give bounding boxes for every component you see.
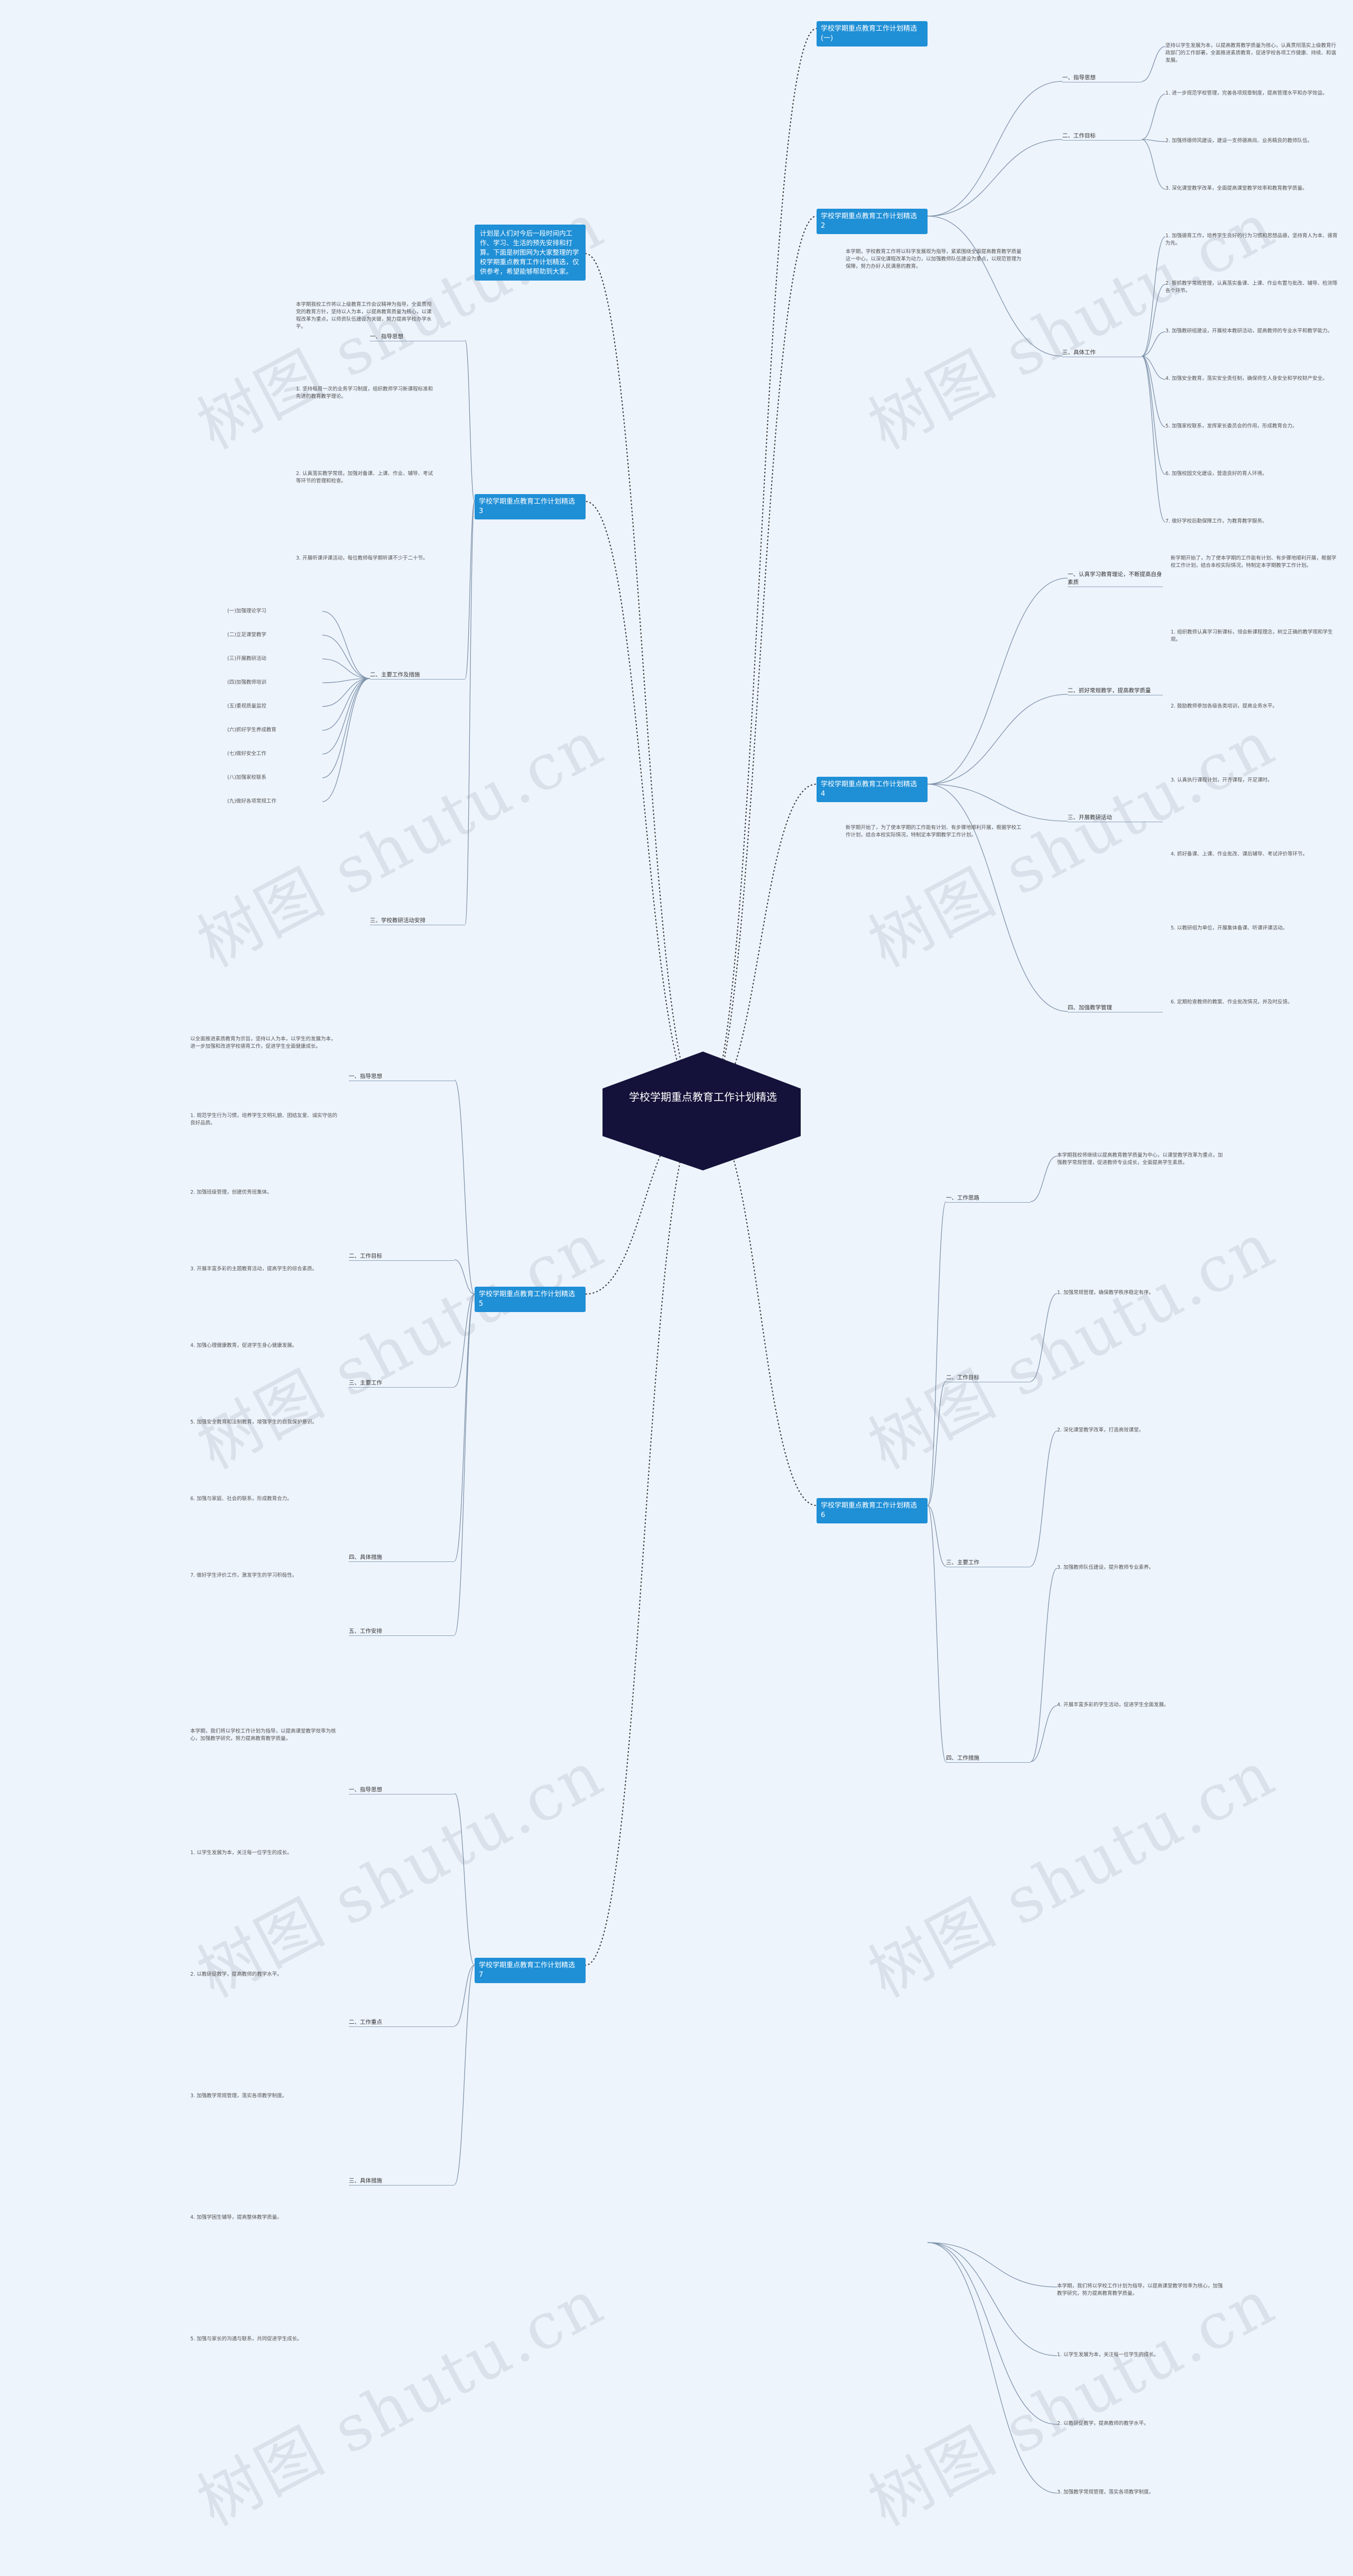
b4-leaf-5: 4. 抓好备课、上课、作业批改、课后辅导、考试评价等环节。: [1171, 851, 1308, 857]
b2-leaf-8: 4. 加强安全教育，落实安全责任制，确保师生人身安全和学校财产安全。: [1165, 376, 1328, 382]
b5-leaf-5: 4. 加强心理健康教育，促进学生身心健康发展。: [190, 1343, 298, 1349]
b2-leaf-3: 2. 加强师德师风建设，建设一支师德高尚、业务精良的教师队伍。: [1165, 138, 1313, 144]
b3-item-9: (九)做好各项常规工作: [227, 798, 276, 804]
b2-leaf-6: 2. 狠抓教学常规管理，认真落实备课、上课、作业布置与批改、辅导、检测等各个环节…: [1165, 281, 1338, 294]
b5-leaf-4: 3. 开展丰富多彩的主题教育活动，提高学生的综合素质。: [190, 1266, 318, 1272]
b2-node-3: 三、具体工作: [1062, 349, 1142, 357]
b5-leaf-2: 1. 规范学生行为习惯，培养学生文明礼貌、团结友爱、诚实守信的良好品质。: [190, 1113, 338, 1126]
branch-node-5[interactable]: 学校学期重点教育工作计划精选 5: [475, 1287, 586, 1312]
b7-leaf-3: 2. 以教研促教学，提高教师的教学水平。: [190, 1971, 282, 1977]
b7-leaf-5: 4. 加强学困生辅导，提高整体教学质量。: [190, 2215, 282, 2220]
b5-leaf-1: 以全面推进素质教育为宗旨，坚持以人为本，以学生的发展为本，进一步加强和改进学校德…: [190, 1036, 336, 1049]
b8-leaf-4: 3. 加强教学常规管理，落实各项教学制度。: [1057, 2489, 1154, 2495]
b2-node-1: 一、指导思想: [1062, 74, 1142, 82]
b5-leaf-3: 2. 加强班级管理，创建优秀班集体。: [190, 1189, 272, 1195]
b5-node-2: 二、工作目标: [349, 1252, 455, 1261]
branch-node-4[interactable]: 学校学期重点教育工作计划精选 4: [817, 777, 928, 802]
b3-item-3: (三)开展教研活动: [227, 656, 266, 662]
b5-node-5: 五、工作安排: [349, 1628, 455, 1636]
b5-node-3: 三、主要工作: [349, 1379, 455, 1388]
b6-node-3: 三、主要工作: [946, 1559, 1031, 1567]
center-title: 学校学期重点教育工作计划精选: [629, 1091, 777, 1103]
b5-leaf-8: 7. 做好学生评价工作，激发学生的学习积极性。: [190, 1573, 298, 1578]
b6-leaf-3: 2. 深化课堂教学改革，打造高效课堂。: [1057, 1427, 1144, 1433]
b4-leaf-7: 6. 定期检查教师的教案、作业批改情况，并及时反馈。: [1171, 999, 1293, 1005]
b4-leaf-2: 1. 组织教师认真学习新课标，领会新课程理念，树立正确的教学观和学生观。: [1171, 629, 1333, 643]
b8-leaf-3: 2. 以教研促教学，提高教师的教学水平。: [1057, 2421, 1149, 2426]
b7-leaf-2: 1. 以学生发展为本，关注每一位学生的成长。: [190, 1850, 292, 1856]
branch-node-2[interactable]: 学校学期重点教育工作计划精选 2: [817, 209, 928, 234]
b3-item-6: (六)抓好学生养成教育: [227, 727, 276, 733]
b7-node-2: 二、工作重点: [349, 2019, 455, 2027]
b8-leaf-1: 本学期，我们将以学校工作计划为指导，以提高课堂教学效率为核心，加强教学研究，努力…: [1057, 2283, 1223, 2296]
b2-leaf-7: 3. 加强教研组建设，开展校本教研活动，提高教师的专业水平和教学能力。: [1165, 328, 1333, 334]
b3-leaf-3: 2. 认真落实教学常规，加强对备课、上课、作业、辅导、考试等环节的管理和检查。: [296, 471, 433, 484]
branch-node-7[interactable]: 学校学期重点教育工作计划精选 7: [475, 1958, 586, 1983]
b2-leaf-1: 坚持以学生发展为本，以提高教育教学质量为核心，认真贯彻落实上级教育行政部门的工作…: [1165, 43, 1337, 63]
b7-node-3: 三、具体措施: [349, 2177, 455, 2186]
b5-node-4: 四、具体措施: [349, 1554, 455, 1562]
b2-leaf-2: 1. 进一步规范学校管理，完善各项规章制度，提高管理水平和办学效益。: [1165, 90, 1328, 96]
b3-item-2: (二)立足课堂教学: [227, 632, 266, 638]
b7-node-1: 一、指导思想: [349, 1786, 455, 1794]
b6-node-1: 一、工作思路: [946, 1194, 1031, 1203]
b3-item-7: (七)做好安全工作: [227, 751, 266, 757]
branch-node-3[interactable]: 学校学期重点教育工作计划精选 3: [475, 494, 586, 519]
b8-leaf-2: 1. 以学生发展为本，关注每一位学生的成长。: [1057, 2352, 1159, 2358]
b3-leaf-4: 3. 开展听课评课活动，每位教师每学期听课不少于二十节。: [296, 555, 428, 561]
b6-leaf-5: 4. 开展丰富多彩的学生活动，促进学生全面发展。: [1057, 1702, 1169, 1708]
b7-leaf-1: 本学期，我们将以学校工作计划为指导，以提高课堂教学效率为核心，加强教学研究，努力…: [190, 1728, 336, 1742]
b3-item-4: (四)加强教师培训: [227, 680, 266, 685]
b2-node-2: 二、工作目标: [1062, 132, 1142, 141]
b6-leaf-1: 本学期我校将继续以提高教育教学质量为中心，以课堂教学改革为重点，加强教学常规管理…: [1057, 1152, 1223, 1166]
b3-leaf-1: 本学期我校工作将以上级教育工作会议精神为指导，全面贯彻党的教育方针，坚持以人为本…: [296, 302, 432, 330]
b3-item-8: (八)加强家校联系: [227, 775, 266, 780]
branch-node-1[interactable]: 学校学期重点教育工作计划精选 (一): [817, 21, 928, 47]
b6-leaf-4: 3. 加强教师队伍建设，提升教师专业素养。: [1057, 1565, 1154, 1570]
b7-leaf-6: 5. 加强与家长的沟通与联系，共同促进学生成长。: [190, 2336, 302, 2342]
b4-node-1: 一、认真学习教育理论，不断提高自身素质: [1068, 571, 1163, 587]
b3-item-5: (五)重视质量监控: [227, 703, 266, 709]
b4-leaf-4: 3. 认真执行课程计划，开齐课程，开足课时。: [1171, 777, 1273, 783]
b4-intro-text: 新学期开始了，为了使本学期的工作能有计划、有步骤地顺利开展，根据学校工作计划，结…: [846, 825, 1022, 838]
b2-intro-text: 本学期，学校教育工作将以科学发展观为指导，紧紧围绕全面提高教育教学质量这一中心，…: [846, 249, 1022, 269]
b3-leaf-2: 1. 坚持每周一次的业务学习制度，组织教师学习新课程标准和先进的教育教学理论。: [296, 386, 433, 399]
b4-node-2: 二、抓好常规教学，提高教学质量: [1068, 687, 1163, 695]
b3-node-1: 一、指导思想: [370, 333, 465, 341]
b6-node-2: 二、工作目标: [946, 1374, 1031, 1382]
b5-node-1: 一、指导思想: [349, 1073, 455, 1081]
b2-leaf-9: 5. 加强家校联系，发挥家长委员会的作用，形成教育合力。: [1165, 423, 1298, 429]
b2-leaf-11: 7. 做好学校后勤保障工作，为教育教学服务。: [1165, 518, 1267, 524]
b5-leaf-6: 5. 加强安全教育和法制教育，增强学生的自我保护意识。: [190, 1419, 318, 1425]
b4-node-3: 三、开展教研活动: [1068, 814, 1163, 822]
b4-leaf-3: 2. 鼓励教师参加各级各类培训，提高业务水平。: [1171, 703, 1278, 709]
b4-leaf-1: 新学期开始了，为了使本学期的工作能有计划、有步骤地顺利开展，根据学校工作计划，结…: [1171, 555, 1337, 569]
center-node[interactable]: [603, 1052, 801, 1170]
b5-leaf-7: 6. 加强与家庭、社会的联系，形成教育合力。: [190, 1496, 292, 1502]
b3-item-1: (一)加强理论学习: [227, 608, 266, 614]
intro-box: 计划是人们对今后一段时间内工作、学习、生活的预先安排和打算。下面是树图网为大家整…: [475, 225, 586, 281]
b2-leaf-4: 3. 深化课堂教学改革，全面提高课堂教学效率和教育教学质量。: [1165, 185, 1308, 191]
b7-leaf-4: 3. 加强教学常规管理，落实各项教学制度。: [190, 2093, 288, 2099]
b6-node-4: 四、工作措施: [946, 1754, 1031, 1763]
b2-leaf-5: 1. 加强德育工作，培养学生良好的行为习惯和思想品德，坚持育人为本、德育为先。: [1165, 233, 1338, 246]
b2-leaf-10: 6. 加强校园文化建设，营造良好的育人环境。: [1165, 471, 1267, 477]
branch-node-6[interactable]: 学校学期重点教育工作计划精选 6: [817, 1498, 928, 1523]
b6-leaf-2: 1. 加强常规管理，确保教学秩序稳定有序。: [1057, 1290, 1154, 1296]
b4-leaf-6: 5. 以教研组为单位，开展集体备课、听课评课活动。: [1171, 925, 1288, 931]
b3-node-2: 二、主要工作及措施: [370, 671, 465, 680]
b4-node-4: 四、加强教学管理: [1068, 1004, 1163, 1012]
b3-node-3: 三、学校教研活动安排: [370, 917, 465, 925]
